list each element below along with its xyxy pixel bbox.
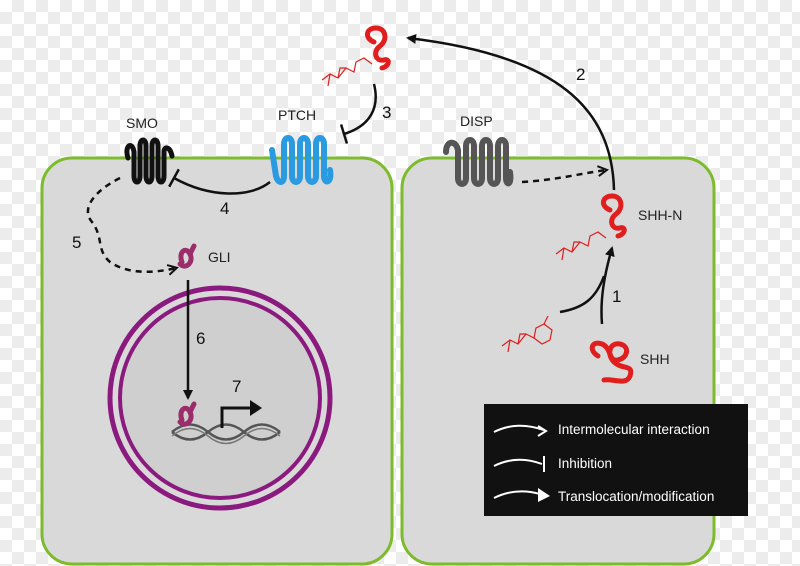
legend-inhibition: Inhibition [558,456,612,471]
disp-translocation-arrow [521,170,606,184]
legend-interaction: Intermolecular interaction [558,422,710,437]
ptch-label: PTCH [278,107,316,123]
legend-inhibition-icon [493,458,543,467]
legend: Intermolecular interaction Inhibition Tr… [484,404,748,516]
step-2: 2 [576,65,585,84]
arrow-5 [86,176,176,272]
step-4: 4 [220,199,229,218]
transcription-arrow [220,400,262,428]
arrow-1 [600,246,615,325]
gli-label: GLI [208,249,231,265]
cholesterol-icon [501,315,553,353]
arrow-2 [406,33,616,191]
free-shh-n-icon [365,25,391,71]
step-6: 6 [196,329,205,348]
gli-nuclear-icon [177,401,197,427]
step-1: 1 [612,287,621,306]
shh-label: SHH [640,351,670,367]
free-shh-n-cholesterol-icon [321,57,373,87]
gli-icon [177,243,197,269]
shh-n-label: SHH-N [638,207,682,223]
smo-label: SMO [126,115,158,131]
nucleus [107,285,333,511]
legend-translocation-icon [493,490,541,499]
ptch-icon [269,135,334,185]
step-5: 5 [72,233,81,252]
cholesterol-link [559,275,606,314]
shh-n-icon [601,193,627,239]
disp-icon [443,137,514,187]
inhibition-3 [339,83,377,144]
legend-translocation: Translocation/modification [558,489,714,504]
smo-icon [124,137,175,185]
inhibition-4 [168,168,271,195]
legend-interaction-icon [493,424,545,433]
shh-n-cholesterol-icon [555,231,607,261]
disp-label: DISP [460,113,493,129]
step-3: 3 [382,103,391,122]
step-7: 7 [232,377,241,396]
shh-icon [589,340,634,384]
